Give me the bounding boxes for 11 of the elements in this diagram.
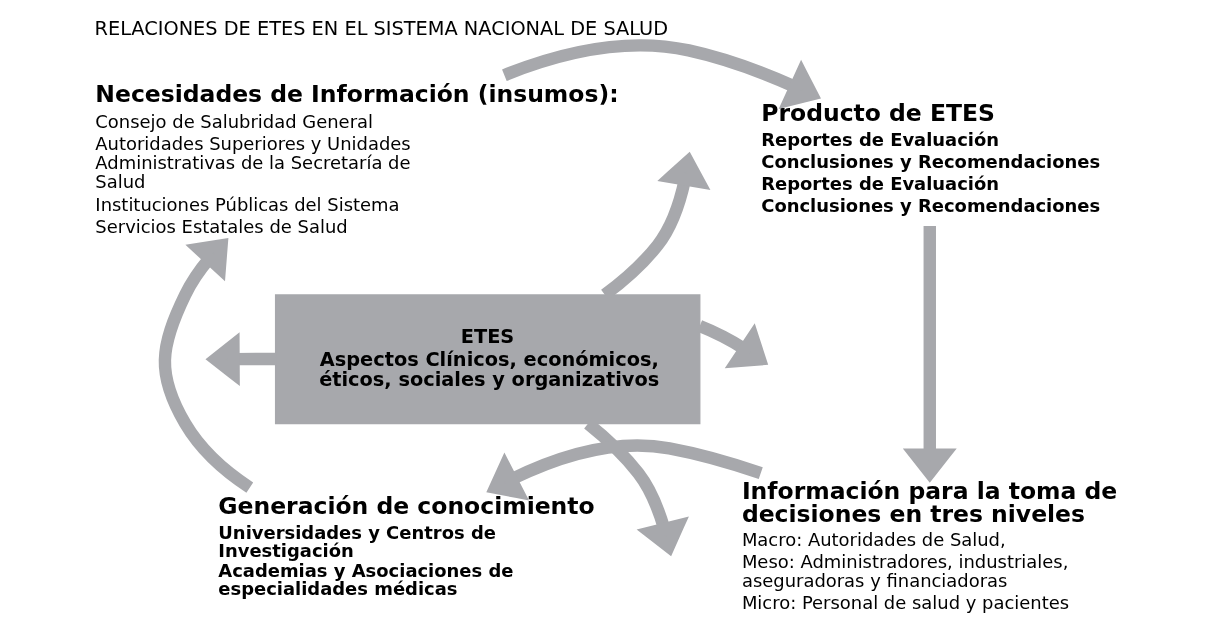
node-text: Información para la toma de decisiones en tres niveles Macro: Autoridades de Salud, Meso: Administradores, industriales, aseguradoras y financiadoras Micro: Personal de salud y pacientes <box>741 476 1117 614</box>
node-text: Generación de conocimiento Universidades y Centros de Investigación Academias y Asociaciones de especialidades médicas <box>217 492 595 600</box>
node-text: Producto de ETES Reportes de Evaluación Conclusiones y Recomendaciones Reportes de Evaluación Conclusiones y Recomendaciones <box>760 99 1100 216</box>
node-box: ETES Aspectos Clínicos, económicos, éticos, sociales y organizativos <box>274 294 700 425</box>
arrow <box>902 226 957 483</box>
arrow <box>205 332 276 387</box>
diagram-title: RELACIONES DE ETES EN EL SISTEMA NACIONAL DE SALUD <box>94 16 668 40</box>
arrow <box>158 237 253 493</box>
arrow <box>501 39 821 109</box>
arrow <box>485 439 763 501</box>
node-text: Necesidades de Información (insumos): Consejo de Salubridad General Autoridades Superiores y Unidades Administrativas de la Secretaría de Salud Instituciones Públicas del Sistema Servicios Estatales de Salud <box>94 79 619 237</box>
